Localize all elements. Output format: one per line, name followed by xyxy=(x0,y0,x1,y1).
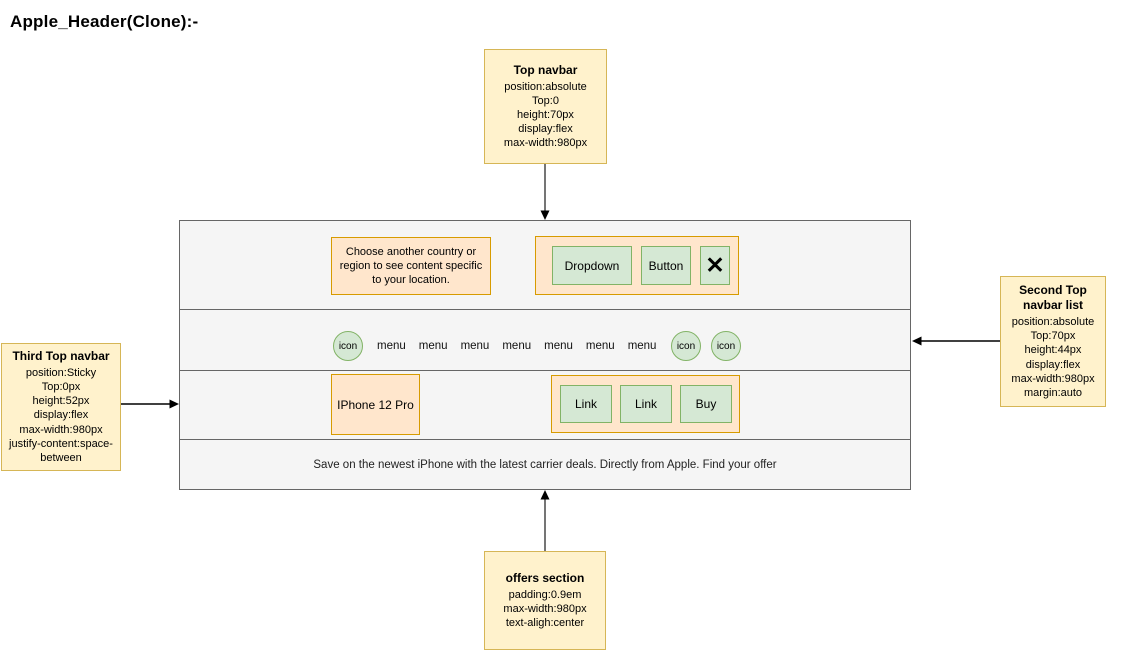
arrow-left-note-to-row3 xyxy=(121,399,179,409)
note-second-top-navbar-list: Second Top navbar list position:absolute… xyxy=(1000,276,1106,407)
note-property-line: display:flex xyxy=(1025,358,1081,371)
right-icons-group: icon icon xyxy=(671,331,741,361)
menu-item[interactable]: menu xyxy=(627,340,657,352)
menu-item[interactable]: menu xyxy=(502,340,532,352)
menu-item[interactable]: menu xyxy=(377,340,406,352)
offers-text: Save on the newest iPhone with the lates… xyxy=(313,459,777,471)
note-property-line: margin:auto xyxy=(1023,386,1083,399)
close-icon[interactable]: ✕ xyxy=(700,246,730,285)
note-property-line: height:44px xyxy=(1024,344,1082,357)
generic-button[interactable]: Button xyxy=(641,246,691,285)
note-title: Third Top navbar xyxy=(12,349,110,364)
note-title: Top navbar xyxy=(513,62,578,77)
menu-item[interactable]: menu xyxy=(544,340,573,352)
third-navbar-row xyxy=(179,370,911,440)
arrow-top-note-to-row1 xyxy=(540,164,550,220)
navbar-list-row xyxy=(179,309,911,371)
note-title: offers section xyxy=(505,570,585,585)
link-button[interactable]: Link xyxy=(620,385,672,423)
note-property-line: max-width:980px xyxy=(19,423,103,436)
note-property-line: text-aligh:center xyxy=(505,617,585,630)
menu-item[interactable]: menu xyxy=(585,340,615,352)
note-property-line: display:flex xyxy=(518,123,573,136)
country-notice: Choose another country or region to see … xyxy=(331,237,491,295)
arrow-bottom-note-to-row4 xyxy=(540,490,550,551)
dropdown-button[interactable]: Dropdown xyxy=(552,246,632,285)
note-property-line: position:Sticky xyxy=(25,367,97,380)
note-property-line: max-width:980px xyxy=(503,137,588,150)
product-label: IPhone 12 Pro xyxy=(331,374,420,435)
note-property-line: max-width:980px xyxy=(1011,372,1095,385)
note-property-line: Top:70px xyxy=(1030,330,1076,343)
arrow-right-note-to-row2 xyxy=(912,336,1000,346)
note-property-line: justify-content:space-between xyxy=(9,437,113,464)
note-property-line: Top:0px xyxy=(41,381,81,394)
link-button[interactable]: Link xyxy=(560,385,612,423)
link-button[interactable]: Buy xyxy=(680,385,732,423)
logo-icon[interactable]: icon xyxy=(333,331,363,361)
note-property-line: Top:0 xyxy=(532,94,559,107)
note-property-line: height:52px xyxy=(32,395,90,408)
note-property-line: position:absolute xyxy=(1011,316,1095,329)
note-property-line: max-width:980px xyxy=(503,602,587,615)
page-title: Apple_Header(Clone):- xyxy=(10,12,199,31)
note-property-line: display:flex xyxy=(33,409,89,422)
note-title: Second Top navbar list xyxy=(1019,283,1087,313)
menu-list: menu menu menu menu menu menu menu xyxy=(377,331,656,361)
dropdown-group: Dropdown Button ✕ xyxy=(535,236,739,295)
action-icon[interactable]: icon xyxy=(711,331,741,361)
note-property-line: height:70px xyxy=(517,108,574,121)
action-icon[interactable]: icon xyxy=(671,331,701,361)
menu-item[interactable]: menu xyxy=(418,340,448,352)
note-property-line: padding:0.9em xyxy=(508,588,582,601)
offers-row xyxy=(179,439,911,490)
menu-item[interactable]: menu xyxy=(460,340,490,352)
note-property-line: position:absolute xyxy=(504,80,587,93)
